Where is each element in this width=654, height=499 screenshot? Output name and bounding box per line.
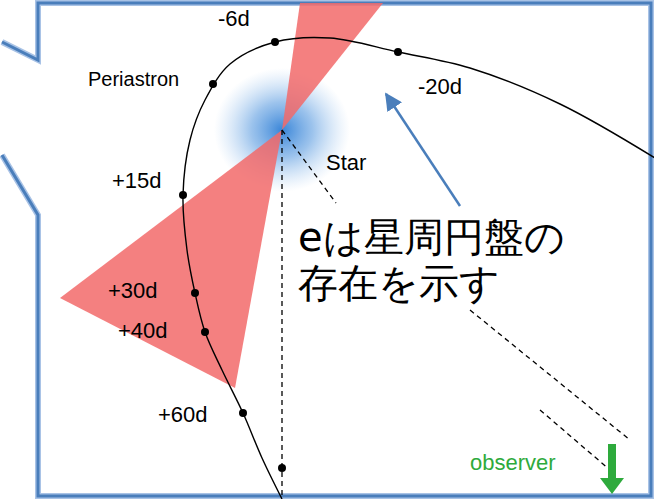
orbit-point [191, 289, 199, 297]
observer-arrow-head [600, 478, 624, 494]
orbit-point [394, 48, 402, 56]
orbit-point [271, 38, 279, 46]
orbit-point [209, 80, 217, 88]
orbit-point [179, 191, 187, 199]
star-label: Star [326, 150, 366, 175]
dashed-guide [470, 310, 630, 440]
orbit-path [183, 37, 654, 499]
panel-border [2, 3, 651, 496]
day-label: -20d [418, 74, 462, 99]
observer-label: observer [470, 450, 556, 475]
periastron-label: Periastron [88, 68, 179, 91]
disk-cone-upper [282, 3, 383, 130]
day-label: -6d [218, 6, 250, 31]
day-label: +60d [158, 402, 208, 427]
day-label: +40d [118, 318, 168, 343]
orbit-point [239, 409, 247, 417]
panel-border-glow [2, 3, 651, 496]
disk-cone-lower [60, 130, 282, 388]
orbit-point [201, 328, 209, 336]
orbit-point [278, 464, 286, 472]
line-of-sight [281, 130, 282, 496]
slide-panel [2, 3, 651, 496]
day-label: +15d [112, 168, 162, 193]
pointer-arrow [386, 94, 460, 206]
annotation-text: eは星周円盤の 存在を示す [298, 214, 648, 306]
day-label: +30d [108, 278, 158, 303]
orbit-layer [179, 37, 654, 499]
